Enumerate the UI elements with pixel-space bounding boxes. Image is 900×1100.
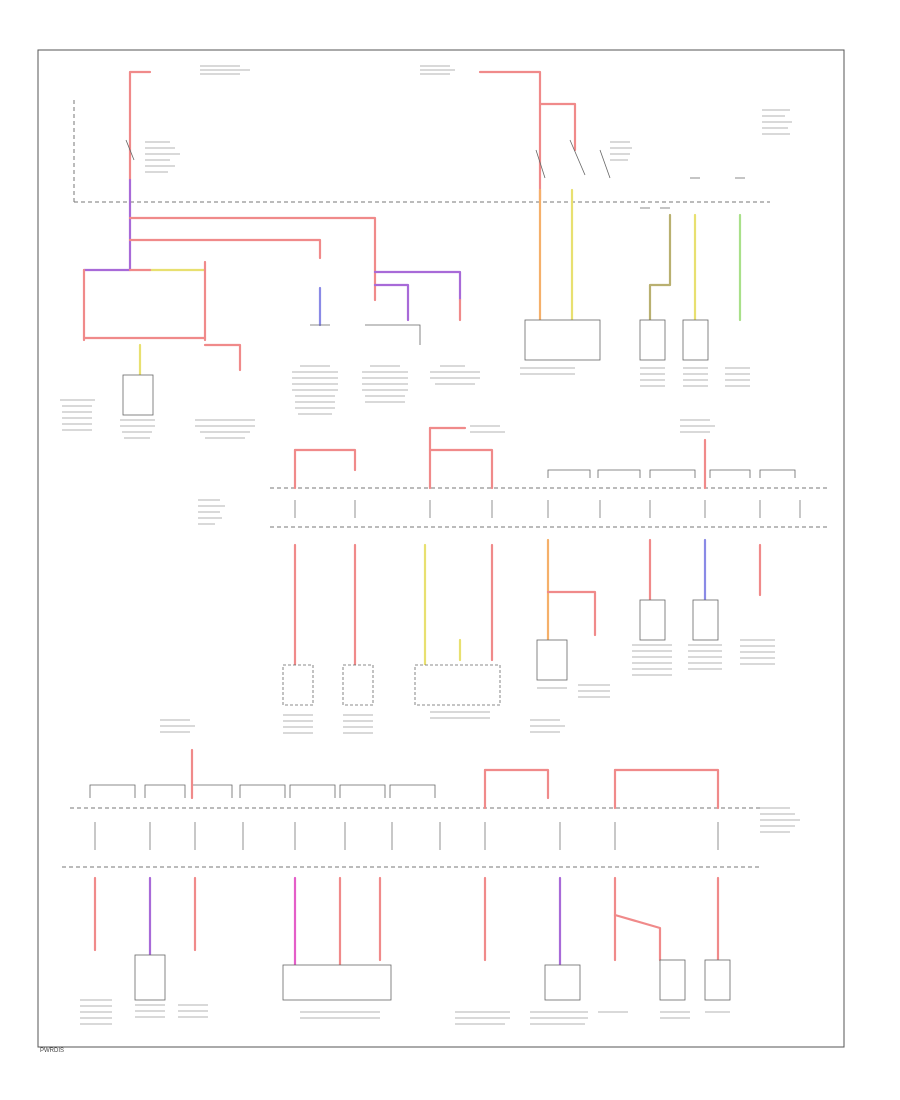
component-box bbox=[639, 319, 666, 361]
middle-section bbox=[198, 419, 828, 734]
component-box bbox=[704, 959, 731, 1001]
component-box bbox=[544, 964, 581, 1001]
component-box bbox=[282, 964, 392, 1001]
component-box bbox=[122, 374, 154, 416]
annotation-marks bbox=[60, 65, 792, 439]
corner-code: PWRDIS bbox=[40, 1048, 64, 1054]
component-box bbox=[342, 664, 374, 706]
diagram-frame bbox=[37, 49, 845, 1048]
bottom-section bbox=[62, 719, 800, 1025]
component-box bbox=[692, 599, 719, 641]
component-box bbox=[682, 319, 709, 361]
component-box bbox=[639, 599, 666, 641]
component-box bbox=[134, 954, 166, 1001]
component-box bbox=[536, 639, 568, 681]
top-section bbox=[60, 65, 792, 439]
component-box bbox=[282, 664, 314, 706]
component-box bbox=[659, 959, 686, 1001]
component-box bbox=[524, 319, 601, 361]
component-box bbox=[414, 664, 501, 706]
